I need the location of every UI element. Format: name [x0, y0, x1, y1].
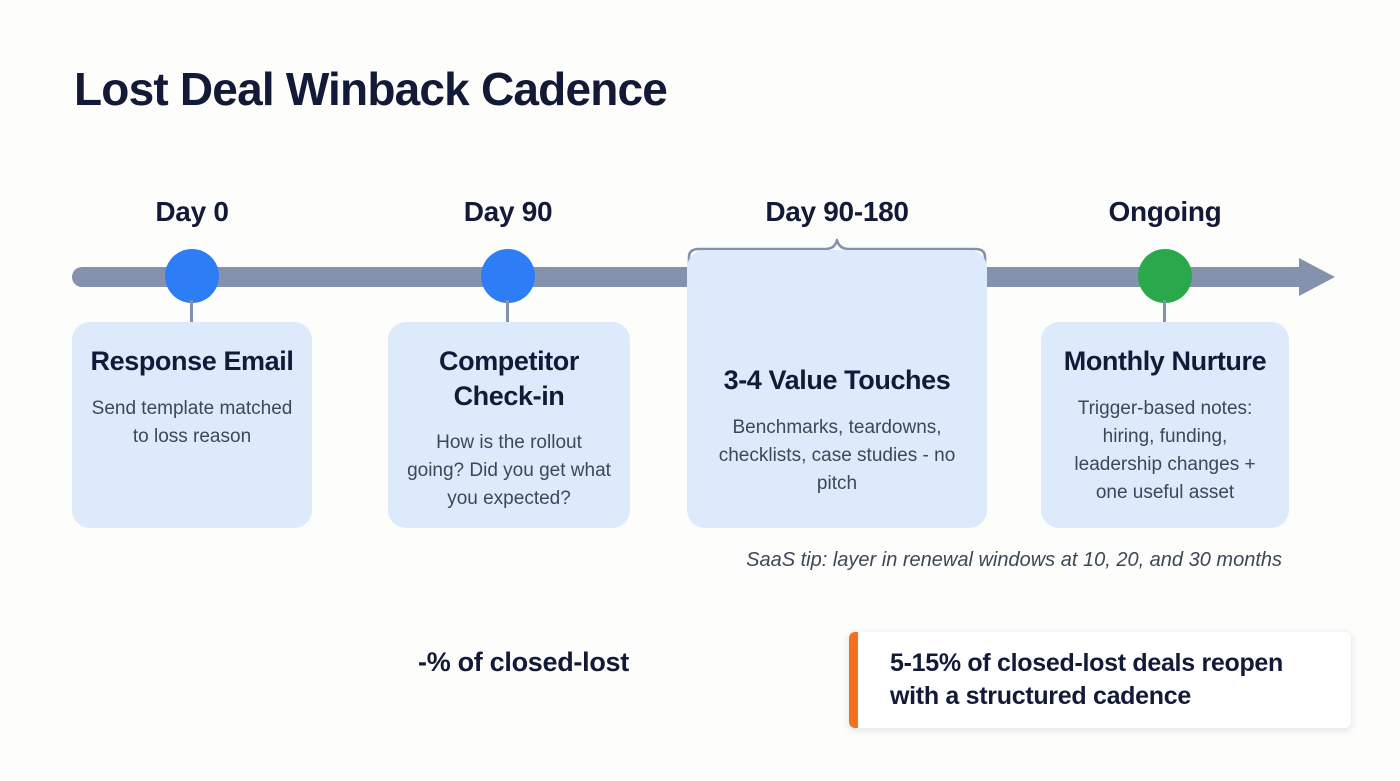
connector-stem-2	[506, 300, 509, 324]
milestone-label: Day 0	[155, 196, 229, 227]
saas-tip-note: SaaS tip: layer in renewal windows at 10…	[746, 549, 1282, 571]
card-description: Benchmarks, teardowns, checklists, case …	[718, 416, 956, 494]
callout-accent-bar	[849, 632, 858, 728]
stage-card-response-email[interactable]: Response Email Send template matched to …	[72, 322, 312, 528]
connector-stem-4	[1163, 300, 1166, 324]
card-title: 3-4 Value Touches	[723, 365, 951, 396]
milestone-dot-icon	[165, 249, 219, 303]
card-title: Response Email	[90, 346, 294, 376]
milestone-label: Day 90-180	[765, 196, 909, 227]
card-description: How is the rollout going? Did you get wh…	[407, 432, 611, 510]
callout-box: 5-15% of closed-lost deals reopen with a…	[849, 632, 1351, 728]
milestone-dot-icon	[481, 249, 535, 303]
stage-card-monthly-nurture[interactable]: Monthly Nurture Trigger-based notes: hir…	[1041, 322, 1289, 528]
callout-text: 5-15% of closed-lost deals reopen with a…	[890, 649, 1283, 710]
card-title: Monthly Nurture	[1063, 346, 1267, 376]
stage-card-competitor-check-in[interactable]: Competitor Check-in How is the rollout g…	[388, 322, 630, 528]
connector-stem-1	[190, 300, 193, 324]
timeline-arrow-icon	[1299, 258, 1335, 296]
stage-card-value-touches[interactable]: 3-4 Value Touches Benchmarks, teardowns,…	[687, 250, 987, 528]
card-title: Competitor Check-in	[439, 346, 579, 411]
card-description: Send template matched to loss reason	[91, 397, 293, 447]
card-description: Trigger-based notes: hiring, funding, le…	[1074, 397, 1256, 503]
brace-icon	[687, 238, 987, 268]
page-title: Lost Deal Winback Cadence	[74, 63, 668, 115]
milestone-dot-icon	[1138, 249, 1192, 303]
milestone-label: Ongoing	[1108, 196, 1222, 227]
milestone-label: Day 90	[463, 196, 553, 227]
stat-label: -% of closed-lost	[418, 647, 629, 677]
